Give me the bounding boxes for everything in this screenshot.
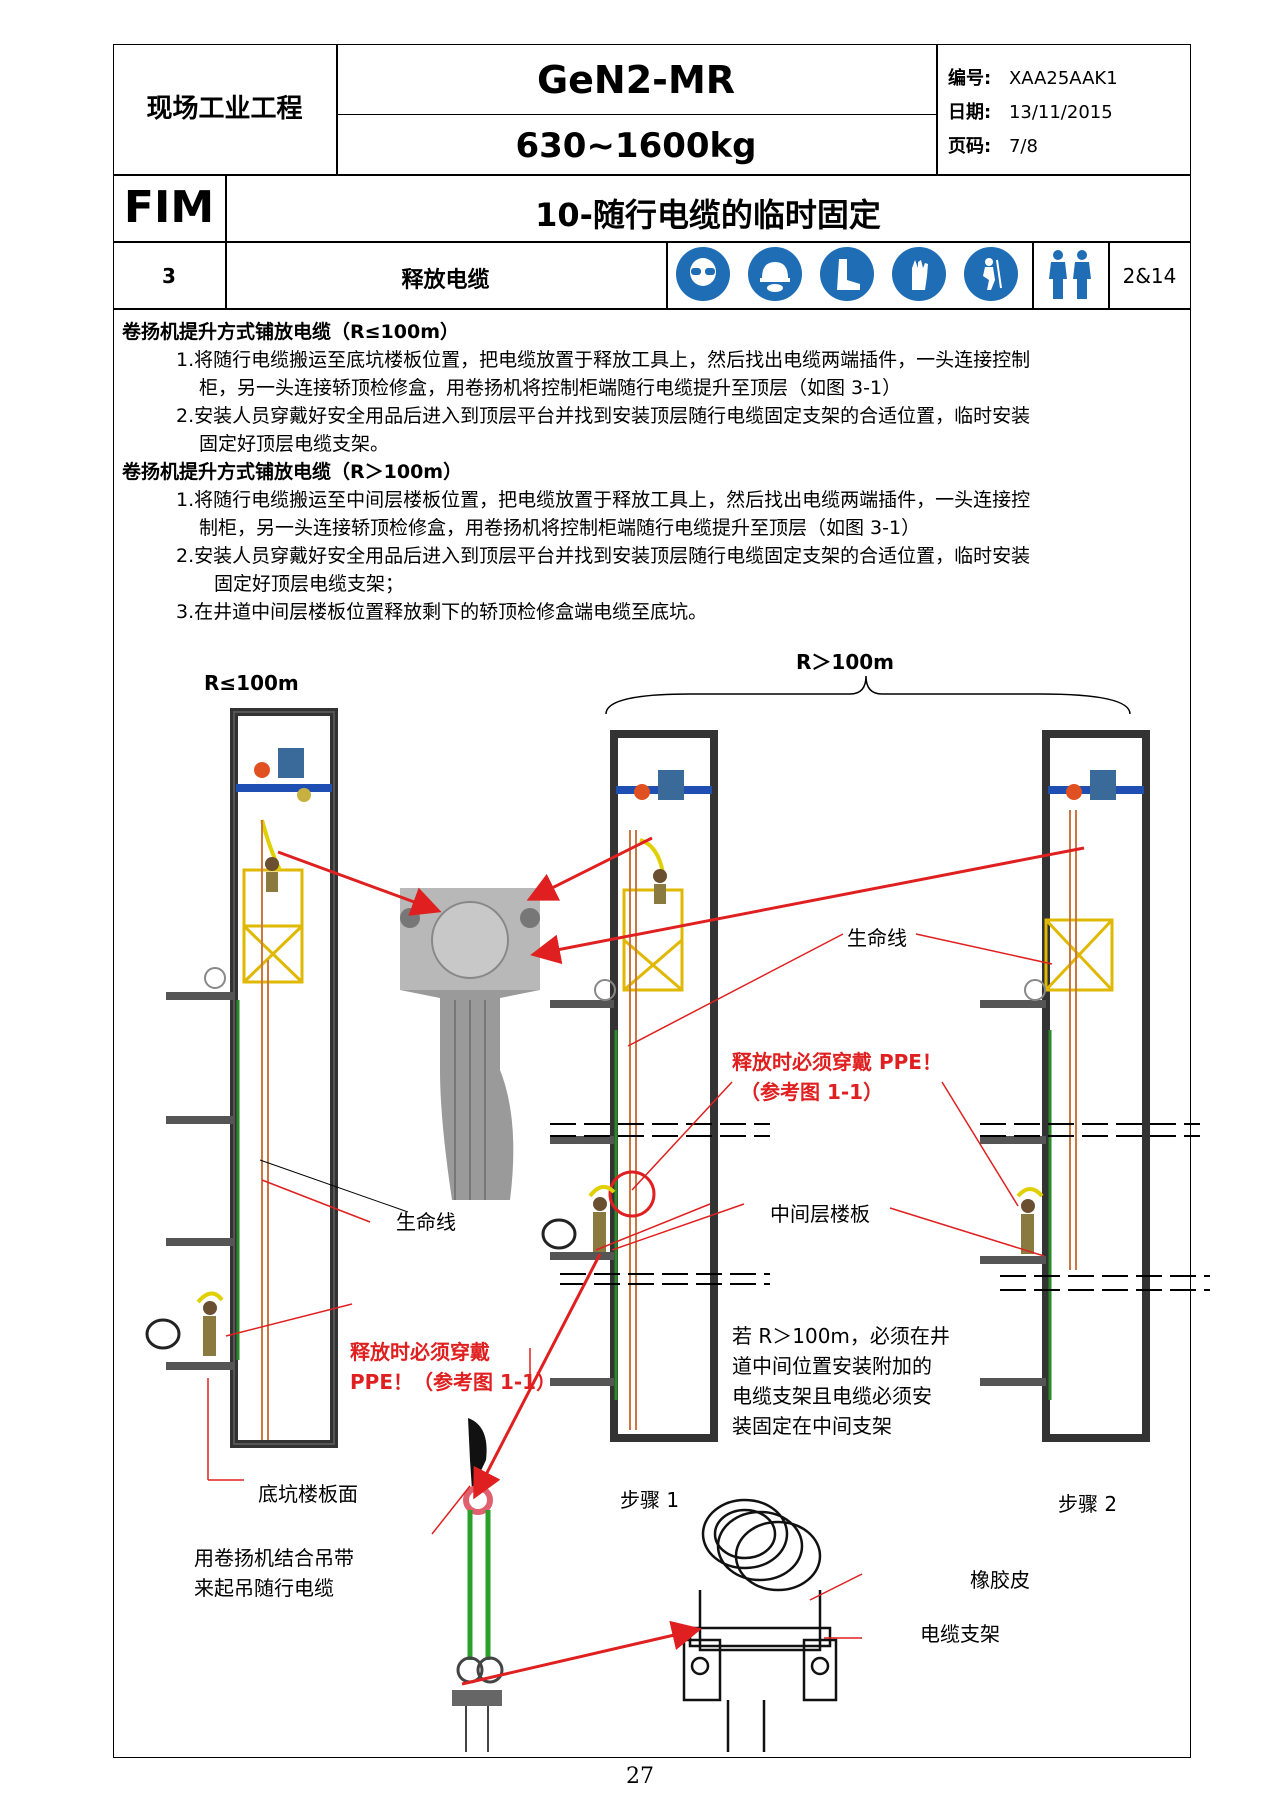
- shaft-left: [145, 708, 338, 1448]
- step-rule: [113, 308, 1191, 310]
- cable-bracket-label: 电缆支架: [920, 1622, 1000, 1646]
- list-item: 固定好顶层电缆支架；: [214, 573, 405, 595]
- date-value: 13/11/2015: [1008, 102, 1113, 123]
- doc-date: 日期: 13/11/2015: [948, 98, 1113, 124]
- step1-label: 步骤 1: [620, 1488, 680, 1512]
- page-frame: [113, 44, 1191, 1758]
- doc-page: 页码: 7/8: [948, 132, 1038, 158]
- note-line: 若 R＞100m，必须在井: [732, 1324, 950, 1348]
- list-item: 2.安装人员穿戴好安全用品后进入到顶层平台并找到安装顶层随行电缆固定支架的合适位…: [176, 545, 1031, 567]
- list-item: 3.在井道中间层楼板位置释放剩下的轿顶检修盒端电缆至底坑。: [176, 601, 708, 623]
- ppe-warning-left: 释放时必须穿戴: [350, 1340, 490, 1364]
- step-divider-3: [1108, 241, 1110, 308]
- list-item: 1.将随行电缆搬运至中间层楼板位置，把电缆放置于释放工具上，然后找出电缆两端插件…: [176, 489, 1031, 511]
- doc-code: 编号: XAA25AAK1: [948, 64, 1118, 90]
- step-divider-1: [666, 241, 668, 308]
- note-line: 电缆支架且电缆必须安: [732, 1384, 932, 1408]
- header-mid-rule: [336, 114, 936, 115]
- middle-floor-label: 中间层楼板: [770, 1202, 870, 1226]
- list-item: 1.将随行电缆搬运至底坑楼板位置，把电缆放置于释放工具上，然后找出电缆两端插件，…: [176, 349, 1031, 371]
- capacity-label: 630~1600kg: [515, 126, 757, 166]
- section-heading-2: 卷扬机提升方式铺放电缆（R＞100m）: [122, 461, 463, 483]
- step-divider-2: [1032, 241, 1034, 308]
- helmet-icon: [748, 247, 802, 301]
- hoist-note: 来起吊随行电缆: [194, 1576, 334, 1600]
- goggles-icon: [676, 247, 730, 301]
- hoist-note: 用卷扬机结合吊带: [194, 1546, 354, 1570]
- ppe-warning-left-ref: PPE！（参考图 1-1）: [350, 1370, 557, 1394]
- code-value: XAA25AAK1: [1008, 68, 1118, 89]
- header-rule: [113, 174, 1191, 176]
- note-line: 装固定在中间支架: [732, 1414, 892, 1438]
- step2-label: 步骤 2: [1058, 1492, 1118, 1516]
- step-number: 3: [162, 264, 176, 288]
- lifeline-label-top: 生命线: [847, 926, 907, 950]
- department-label: 现场工业工程: [146, 94, 303, 124]
- ppe-warning-step1-ref: （参考图 1-1）: [740, 1080, 884, 1104]
- product-name: GeN2-MR: [536, 58, 736, 102]
- page-number: 27: [626, 1764, 654, 1789]
- header-divider-1: [336, 44, 338, 175]
- section-title: 10-随行电缆的临时固定: [535, 196, 881, 234]
- list-item: 柜，另一头连接轿顶检修盒，用卷扬机将控制柜端随行电缆提升至顶层（如图 3-1）: [199, 377, 902, 399]
- label-r-le-100: R≤100m: [204, 671, 299, 695]
- date-label: 日期:: [948, 102, 992, 123]
- title-rule: [113, 241, 1191, 243]
- persons-ref: 2&14: [1122, 264, 1177, 288]
- gloves-icon: [892, 247, 946, 301]
- boots-icon: [820, 247, 874, 301]
- list-item: 2.安装人员穿戴好安全用品后进入到顶层平台并找到安装顶层随行电缆固定支架的合适位…: [176, 405, 1031, 427]
- two-persons-icon: [1040, 247, 1100, 301]
- cable-bracket-drawing: [682, 1498, 838, 1752]
- code-label: 编号:: [948, 68, 992, 89]
- fim-label: FIM: [123, 182, 215, 233]
- note-line: 道中间位置安装附加的: [732, 1354, 932, 1378]
- shaft-step2: [980, 730, 1210, 1442]
- fim-divider: [225, 174, 227, 308]
- page-value: 7/8: [1008, 136, 1038, 157]
- header-divider-2: [936, 44, 938, 175]
- rubber-label: 橡胶皮: [970, 1568, 1030, 1592]
- bracket-photo: [400, 888, 540, 1200]
- lifeline-label-left: 生命线: [396, 1210, 456, 1234]
- harness-icon: [964, 247, 1018, 301]
- section-heading-1: 卷扬机提升方式铺放电缆（R≤100m）: [122, 321, 460, 343]
- step-title: 释放电缆: [401, 268, 490, 293]
- list-item: 固定好顶层电缆支架。: [199, 433, 390, 455]
- pit-floor-label: 底坑楼板面: [258, 1482, 358, 1506]
- list-item: 制柜，另一头连接轿顶检修盒，用卷扬机将控制柜端随行电缆提升至顶层（如图 3-1）: [199, 517, 921, 539]
- hook-and-sling: [452, 1418, 504, 1752]
- ppe-warning-step1: 释放时必须穿戴 PPE！: [732, 1050, 942, 1074]
- page-label: 页码:: [948, 136, 992, 157]
- label-r-gt-100: R＞100m: [796, 650, 894, 674]
